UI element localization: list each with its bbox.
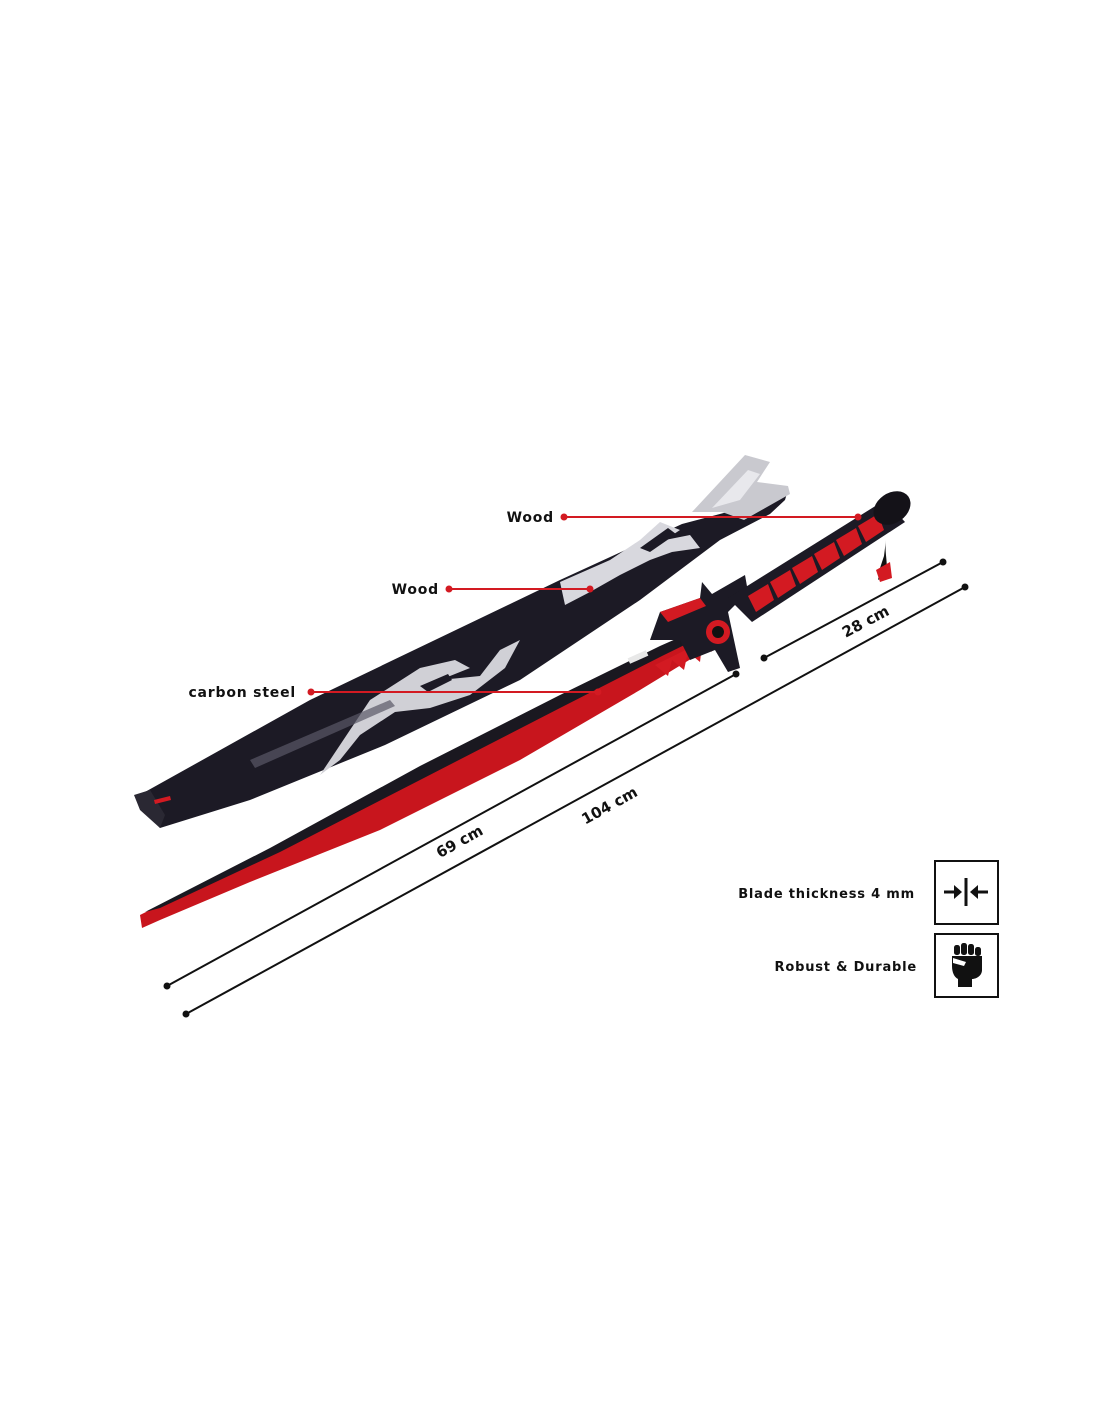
feature-label: Robust & Durable [775,960,917,975]
compress-arrows-icon [944,878,988,906]
feature-list: Blade thickness 4 mm Robust & Durable [738,860,999,998]
material-callouts [307,513,862,696]
callout-blade-material: carbon steel [188,685,296,701]
dimension-total-length: 104 cm [579,783,641,828]
sword-guard [650,575,748,672]
sword-illustration [140,491,911,928]
dimension-lines [163,558,969,1018]
sword-pommel [873,491,911,525]
sword-blade [140,625,722,928]
dimension-handle-length: 28 cm [839,602,892,642]
scabbard-flame-upper [560,522,700,605]
scabbard-illustration [134,455,790,828]
feature-robust-durable: Robust & Durable [775,933,999,998]
feature-blade-thickness: Blade thickness 4 mm [738,860,999,925]
callout-handle-material: Wood [507,510,554,526]
scabbard-flame-lower [320,640,520,775]
fist-icon [952,943,982,987]
feature-label: Blade thickness 4 mm [738,887,915,902]
callout-scabbard-material: Wood [392,582,439,598]
dimension-blade-length: 69 cm [433,821,486,861]
scabbard-tip [134,790,165,828]
